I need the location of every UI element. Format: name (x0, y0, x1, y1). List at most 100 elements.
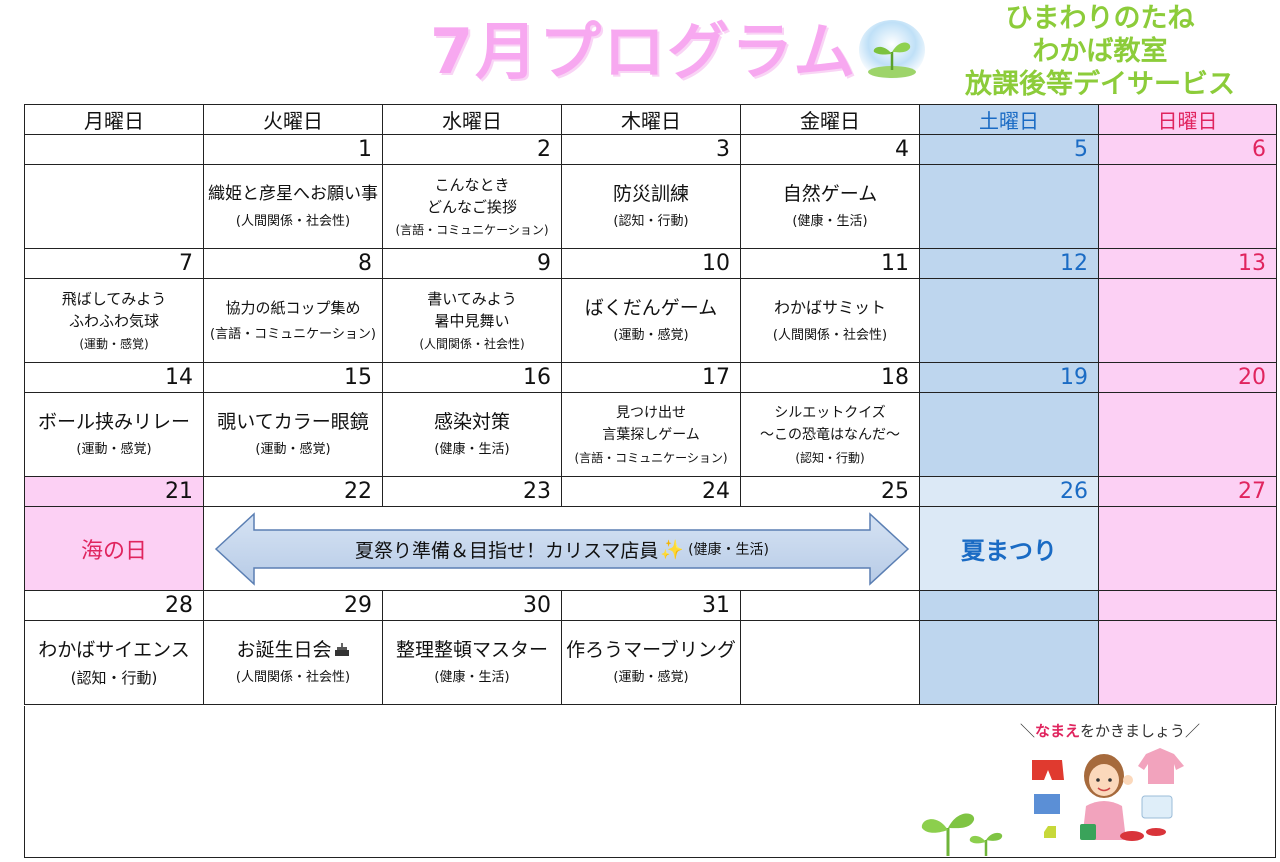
event-cell-sun (1098, 278, 1277, 363)
day-header-wed: 水曜日 (382, 104, 562, 135)
day-header-fri: 金曜日 (740, 104, 920, 135)
event-cell-empty (740, 620, 920, 705)
week-2-events: 飛ばしてみよう ふわふわ気球 (運動・感覚) 協力の紙コップ集め (言語・コミュ… (24, 278, 1277, 363)
week-1-dates: 1 2 3 4 5 6 (24, 134, 1277, 165)
week-3-dates: 14 15 16 17 18 19 20 (24, 362, 1277, 393)
event-title: 覗いてカラー眼鏡 (217, 410, 369, 433)
event-title-text: お誕生日会 (236, 638, 332, 661)
sprout-decoration-icon (921, 813, 1003, 856)
event-title: 防災訓練 (612, 182, 689, 205)
event-category: (言語・コミュニケーション) (210, 326, 376, 342)
event-title: 書いてみよう (427, 289, 517, 308)
event-cell: 感染対策 (健康・生活) (382, 392, 562, 477)
event-cell: シルエットクイズ ～この恐竜はなんだ～ (認知・行動) (740, 392, 920, 477)
day-header-sat: 土曜日 (919, 104, 1099, 135)
org-line-1: ひまわりのたね (1005, 3, 1195, 34)
date-cell: 10 (561, 248, 741, 279)
date-cell-sat: 19 (919, 362, 1099, 393)
weekday-header-row: 月曜日 火曜日 水曜日 木曜日 金曜日 土曜日 日曜日 (24, 104, 1277, 135)
sprout-logo-icon (859, 20, 925, 80)
banner-text: 夏祭り準備＆目指せ！カリスマ店員 ✨ (健康・生活) (214, 512, 910, 586)
event-category: (認知・行動) (70, 668, 158, 687)
day-header-sun: 日曜日 (1098, 104, 1277, 135)
summer-festival-label: 夏まつり (961, 537, 1057, 565)
event-cell-sun (1098, 392, 1277, 477)
event-cell-sat (919, 392, 1099, 477)
day-header-tue: 火曜日 (203, 104, 383, 135)
date-cell: 16 (382, 362, 562, 393)
org-line-3: 放課後等デイサービス (965, 69, 1235, 100)
event-category: (運動・感覚) (613, 669, 689, 685)
event-cell: 見つけ出せ 言葉探しゲーム (言語・コミュニケーション) (561, 392, 741, 477)
name-writing-area (24, 706, 1276, 858)
event-title-line2: 暑中見舞い (434, 311, 510, 330)
date-cell: 23 (382, 476, 562, 507)
event-cell: こんなとき どんなご挨拶 (言語・コミュニケーション) (382, 164, 562, 249)
event-cell: 書いてみよう 暑中見舞い (人間関係・社会性) (382, 278, 562, 363)
event-category: (言語・コミュニケーション) (574, 450, 728, 465)
event-cell: わかばサイエンス (認知・行動) (24, 620, 204, 705)
event-title: こんなとき (434, 175, 510, 194)
date-cell (24, 134, 204, 165)
double-arrow-shape (214, 512, 910, 586)
event-cell-sun (1098, 506, 1277, 591)
date-cell-sun: 13 (1098, 248, 1277, 279)
event-title: 織姫と彦星へお願い事 (208, 183, 378, 204)
event-cell: 整理整頓マスター (健康・生活) (382, 620, 562, 705)
event-category: (人間関係・社会性) (235, 669, 351, 685)
event-category: (健康・生活) (434, 669, 510, 685)
cake-icon (334, 642, 349, 656)
event-cell-sun (1098, 620, 1277, 705)
name-prompt: ＼なまえをかきましょう／ (1020, 722, 1201, 740)
event-cell: 協力の紙コップ集め (言語・コミュニケーション) (203, 278, 383, 363)
event-cell: 織姫と彦星へお願い事 (人間関係・社会性) (203, 164, 383, 249)
banner-category: (健康・生活) (688, 542, 770, 558)
date-cell: 31 (561, 590, 741, 621)
event-cell-sat (919, 620, 1099, 705)
date-cell: 11 (740, 248, 920, 279)
event-category: (人間関係・社会性) (419, 336, 525, 351)
event-category: (運動・感覚) (255, 441, 331, 457)
name-prompt-accent: なまえ (1035, 722, 1081, 740)
date-cell: 3 (561, 134, 741, 165)
event-title: 協力の紙コップ集め (225, 298, 361, 317)
date-cell-holiday: 21 (24, 476, 204, 507)
date-cell: 2 (382, 134, 562, 165)
date-cell: 30 (382, 590, 562, 621)
event-cell: 作ろうマーブリング (運動・感覚) (561, 620, 741, 705)
event-category: (健康・生活) (792, 213, 868, 229)
date-cell: 22 (203, 476, 383, 507)
event-category: (人間関係・社会性) (772, 327, 888, 343)
event-title-line2: ～この恐竜はなんだ～ (760, 426, 900, 443)
holiday-cell: 海の日 (24, 506, 204, 591)
event-title: 飛ばしてみよう (61, 289, 167, 308)
girl-illustration (1032, 748, 1184, 841)
event-cell-sun (1098, 164, 1277, 249)
event-title: ばくだんゲーム (584, 296, 718, 319)
date-cell: 9 (382, 248, 562, 279)
event-category: (言語・コミュニケーション) (395, 222, 549, 237)
date-cell: 29 (203, 590, 383, 621)
holiday-label: 海の日 (80, 538, 147, 564)
event-title: ボール挟みリレー (37, 410, 190, 433)
event-cell: ばくだんゲーム (運動・感覚) (561, 278, 741, 363)
date-cell: 17 (561, 362, 741, 393)
event-title: 作ろうマーブリング (566, 638, 736, 661)
week-3-events: ボール挟みリレー (運動・感覚) 覗いてカラー眼鏡 (運動・感覚) 感染対策 (… (24, 392, 1277, 477)
date-cell-sat: 26 (919, 476, 1099, 507)
date-cell-sun: 20 (1098, 362, 1277, 393)
event-category: (運動・感覚) (79, 336, 149, 351)
event-cell: 自然ゲーム (健康・生活) (740, 164, 920, 249)
event-cell: 覗いてカラー眼鏡 (運動・感覚) (203, 392, 383, 477)
event-title: お誕生日会 (205, 638, 382, 662)
event-title: 感染対策 (433, 410, 510, 433)
event-title: 自然ゲーム (782, 182, 878, 205)
date-cell: 7 (24, 248, 204, 279)
week-4-dates: 21 22 23 24 25 26 27 (24, 476, 1277, 507)
event-title: わかばサイエンス (38, 638, 190, 661)
date-cell-sat: 12 (919, 248, 1099, 279)
week-2-dates: 7 8 9 10 11 12 13 (24, 248, 1277, 279)
event-title: わかばサミット (773, 297, 886, 317)
event-cell-sat (919, 164, 1099, 249)
calendar-table: 月曜日 火曜日 水曜日 木曜日 金曜日 土曜日 日曜日 1 2 3 4 5 6 … (24, 104, 1277, 705)
